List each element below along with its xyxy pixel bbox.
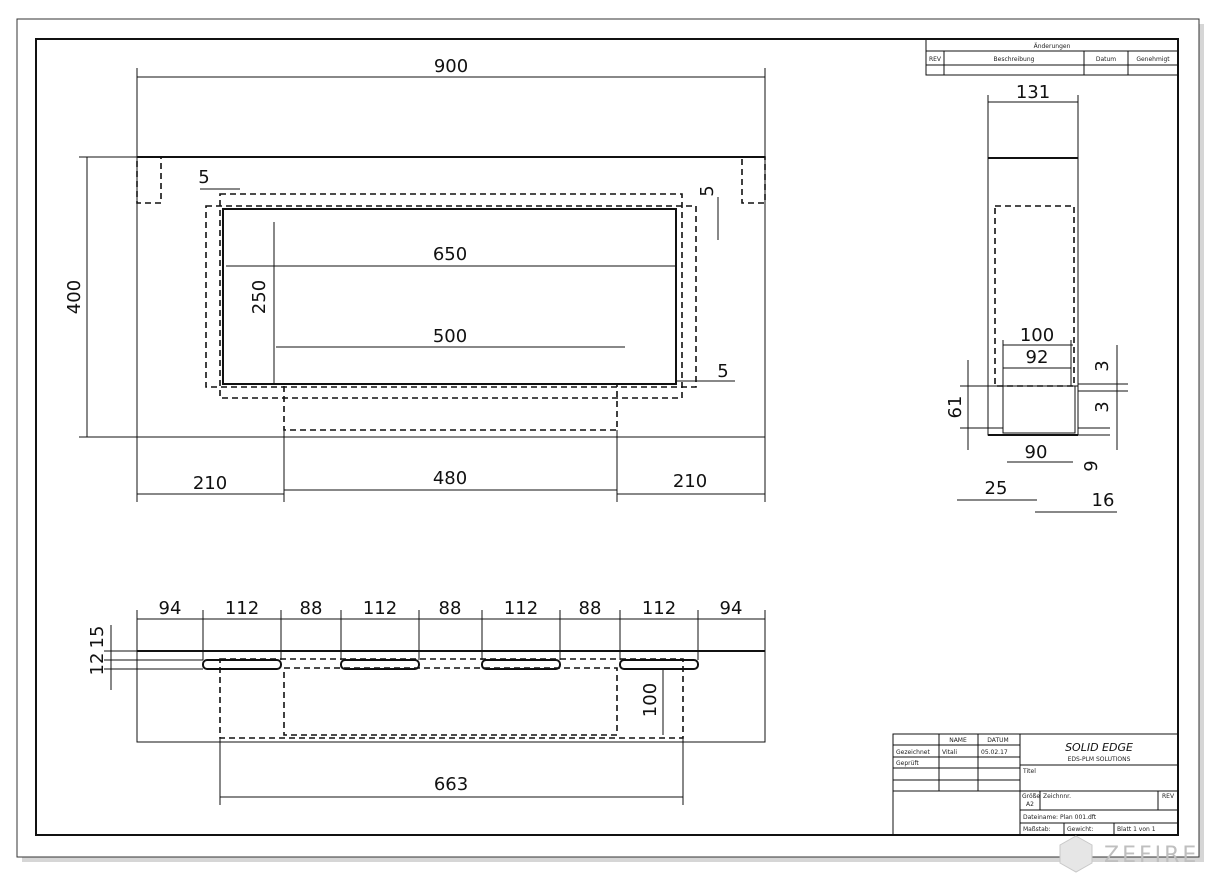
- dim-top-segment-8: 112: [642, 598, 676, 619]
- dim-top-segment-4: 112: [363, 598, 397, 619]
- dim-tray-outer: 100: [1020, 325, 1054, 346]
- dim-offset-bottom: 5: [717, 361, 728, 382]
- dim-offset-left: 5: [198, 167, 209, 188]
- dim-base-depth: 90: [1025, 442, 1048, 463]
- dim-top-segment-3: 88: [300, 598, 323, 619]
- watermark-text: ZEFIRE: [1104, 843, 1199, 868]
- size-label: Größe: [1022, 793, 1040, 800]
- dim-left-margin: 210: [193, 473, 227, 494]
- revision-table: Änderungen REV Beschreibung Datum Genehm…: [925, 38, 1179, 76]
- description-column: Beschreibung: [994, 56, 1035, 63]
- datum-column: DATUM: [987, 737, 1008, 744]
- dim-bottom-gap: 3: [1092, 401, 1113, 412]
- rev-label: REV: [1162, 793, 1175, 800]
- dim-foot-height: 9: [1081, 460, 1102, 471]
- watermark-logo-icon: [1059, 835, 1093, 873]
- weight-label: Gewicht:: [1067, 826, 1093, 833]
- dim-depth: 131: [1016, 82, 1050, 103]
- name-column: NAME: [949, 737, 967, 744]
- brand-subtitle: EDS-PLM SOLUTIONS: [1068, 756, 1131, 763]
- dim-front-offset: 25: [985, 478, 1008, 499]
- side-view: 131 100 92 3 3 61 90 9 25 16: [945, 82, 1128, 513]
- drawing-frame: [35, 38, 1179, 836]
- dim-overall-width: 900: [434, 56, 468, 77]
- dim-top-segment-1: 94: [159, 598, 182, 619]
- revision-header: Änderungen: [1034, 43, 1071, 50]
- dim-top-h-lower: 12: [87, 653, 108, 676]
- approved-column: Genehmigt: [1136, 56, 1170, 63]
- dim-top-segment-9: 94: [720, 598, 743, 619]
- dim-top-segment-6: 112: [504, 598, 538, 619]
- scale-label: Maßstab:: [1023, 826, 1051, 833]
- dim-tray-inner: 92: [1026, 347, 1049, 368]
- dim-top-segment-2: 112: [225, 598, 259, 619]
- filename: Dateiname: Plan 001.dft: [1023, 814, 1097, 821]
- date-column: Datum: [1096, 56, 1116, 63]
- top-view: 94 112 88 112 88 112 88 112 94 15 12 100…: [87, 598, 766, 805]
- dim-offset-top: 5: [697, 185, 718, 196]
- rev-column: REV: [929, 56, 942, 63]
- sheet-label: Blatt 1 von 1: [1117, 826, 1156, 833]
- dim-opening-width: 650: [433, 244, 467, 265]
- dim-rear-offset: 16: [1092, 490, 1115, 511]
- dim-top-segment-5: 88: [439, 598, 462, 619]
- brand-name: SOLID EDGE: [1065, 741, 1133, 754]
- dim-top-gap: 3: [1092, 360, 1113, 371]
- checked-label: Geprüft: [896, 760, 919, 767]
- dim-opening-height: 250: [249, 280, 270, 314]
- drawn-label: Gezeichnet: [896, 749, 930, 756]
- dim-right-margin: 210: [673, 471, 707, 492]
- drawing-number-label: Zeichnnr.: [1043, 793, 1071, 800]
- dim-center-width: 480: [433, 468, 467, 489]
- drawn-name: Vitali: [942, 749, 957, 756]
- drawn-date: 05.02.17: [981, 749, 1008, 756]
- dim-burner-height: 61: [945, 396, 966, 419]
- title-block: NAME DATUM Gezeichnet Vitali 05.02.17 Ge…: [892, 733, 1179, 836]
- dim-box-width: 663: [434, 774, 468, 795]
- dim-top-segment-7: 88: [579, 598, 602, 619]
- watermark: ZEFIRE: [1059, 835, 1199, 873]
- dim-burner-width: 500: [433, 326, 467, 347]
- dim-overall-height: 400: [64, 280, 85, 314]
- dim-inner-depth: 100: [640, 683, 661, 717]
- dim-top-h-upper: 15: [87, 626, 108, 649]
- front-view: 900 400 5 5 650 250 500 5 210 480 210: [64, 56, 766, 502]
- size-value: A2: [1026, 801, 1034, 808]
- title-label: Titel: [1022, 768, 1036, 775]
